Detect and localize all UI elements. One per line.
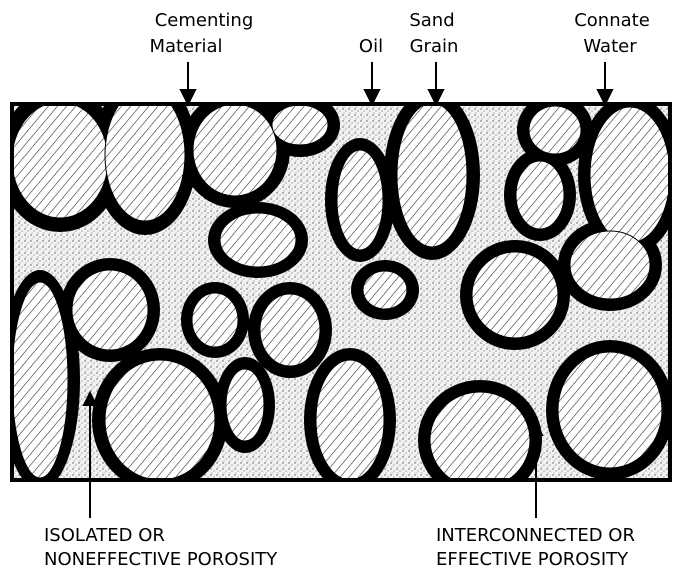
sand-label-line1: Sand xyxy=(409,10,454,31)
isolated-label-line2: NONEFFECTIVE POROSITY xyxy=(44,549,278,570)
connate-label-line2: Water xyxy=(583,36,637,57)
oil-label: Oil xyxy=(359,36,383,57)
interconnected-label-line1: INTERCONNECTED OR xyxy=(436,525,635,546)
cementing-label-line1: Cementing xyxy=(155,10,254,31)
cementing-label-line2: Material xyxy=(149,36,222,57)
isolated-label-line1: ISOLATED OR xyxy=(44,525,165,546)
sand-label-line2: Grain xyxy=(410,36,459,57)
connate-label-line1: Connate xyxy=(574,10,650,31)
interconnected-label-line2: EFFECTIVE POROSITY xyxy=(436,549,629,570)
